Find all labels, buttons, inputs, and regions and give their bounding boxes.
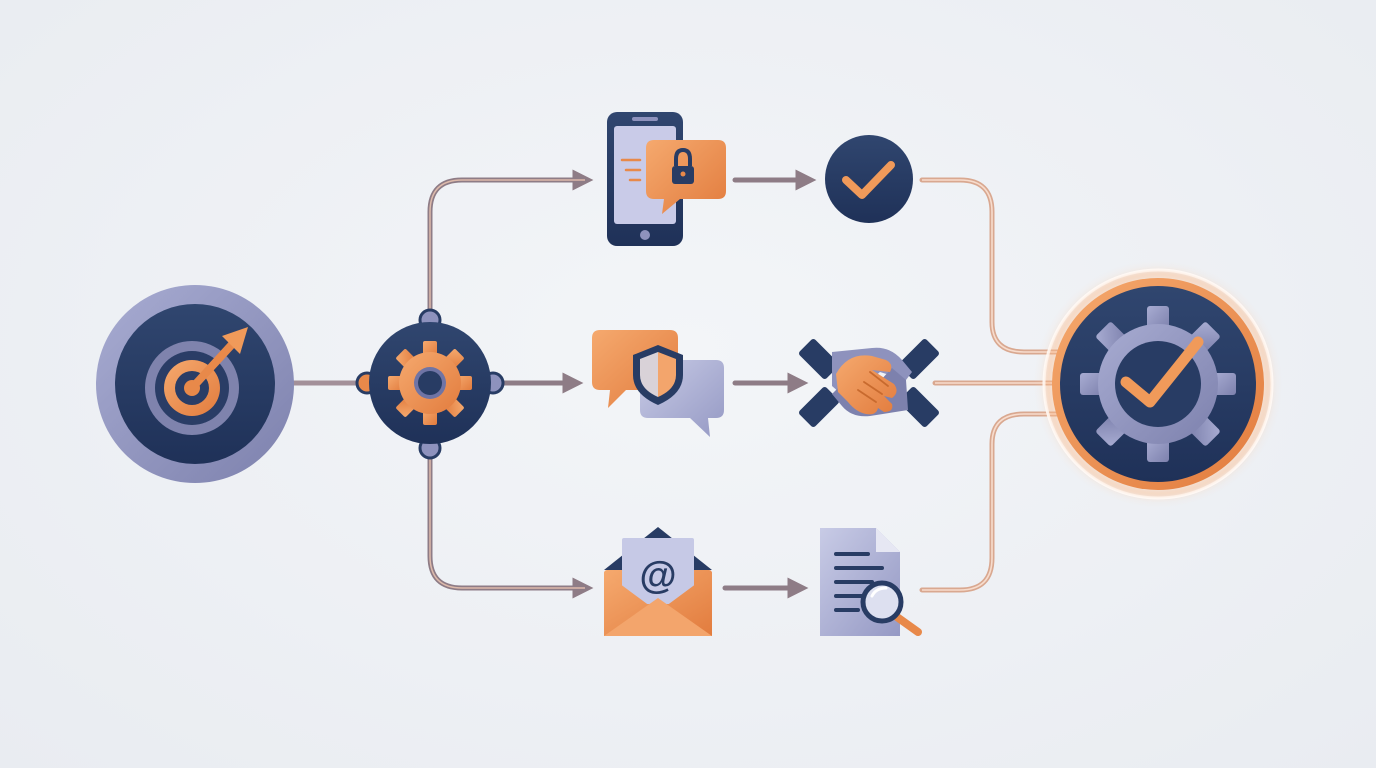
connectors bbox=[287, 169, 1065, 599]
node-verified bbox=[825, 135, 913, 223]
handshake-icon bbox=[799, 339, 939, 427]
node-review bbox=[820, 528, 922, 636]
node-secure-chat bbox=[592, 330, 724, 437]
svg-text:@: @ bbox=[639, 555, 676, 597]
chat-shield-icon bbox=[592, 330, 724, 437]
envelope-at-icon: @ bbox=[604, 527, 712, 636]
check-circle-icon bbox=[825, 135, 913, 223]
node-complete bbox=[1034, 260, 1282, 508]
gear-check-icon bbox=[1034, 260, 1282, 508]
phone-lock-icon bbox=[607, 112, 726, 246]
node-email: @ bbox=[604, 527, 712, 636]
node-start bbox=[96, 285, 294, 483]
target-arrow-icon bbox=[96, 285, 294, 483]
node-mobile-auth bbox=[607, 112, 726, 246]
document-search-icon bbox=[820, 528, 922, 636]
gear-hub-icon bbox=[355, 308, 505, 460]
connector-hub-mobile bbox=[427, 169, 594, 315]
connector-hub-email bbox=[427, 452, 594, 599]
node-hub bbox=[355, 308, 505, 460]
node-agreement bbox=[799, 339, 939, 427]
